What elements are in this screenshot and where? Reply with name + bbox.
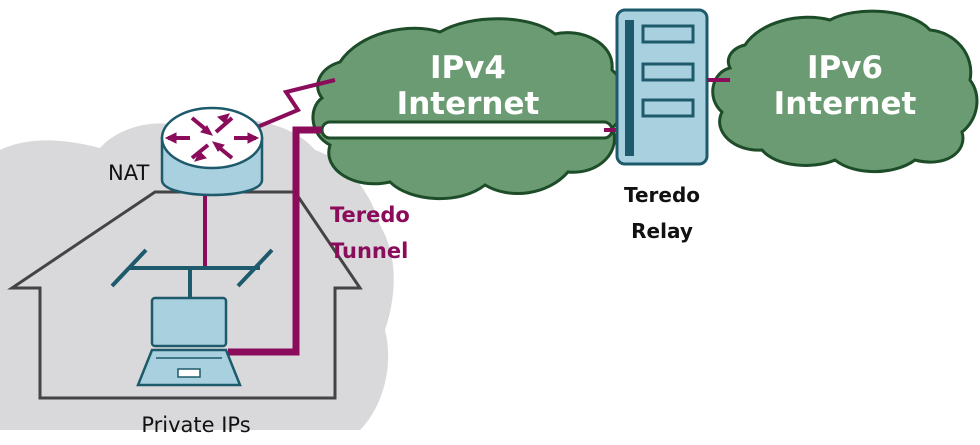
tunnel-label-line1: Teredo (330, 203, 410, 227)
nat-label: NAT (108, 161, 149, 185)
relay-label-line1: Teredo (624, 183, 700, 207)
ipv6-label-line2: Internet (774, 86, 917, 122)
teredo-relay-server (615, 8, 709, 166)
tunnel-tube (320, 120, 614, 140)
ipv4-cloud (311, 17, 627, 201)
nat-router (160, 106, 264, 197)
ipv6-cloud (711, 9, 979, 174)
ipv4-label-line1: IPv4 (430, 50, 506, 86)
ipv4-label-line2: Internet (397, 86, 540, 122)
private-ips-label: Private IPs (141, 413, 250, 437)
teredo-tunnel-path (228, 126, 322, 356)
ipv6-label-line1: IPv6 (807, 50, 883, 86)
relay-label-line2: Relay (631, 219, 693, 243)
laptop-icon (136, 296, 242, 387)
nat-uplink-zigzag (254, 78, 336, 130)
tunnel-label-line2: Tunnel (330, 239, 408, 263)
lan-antenna (110, 248, 274, 298)
